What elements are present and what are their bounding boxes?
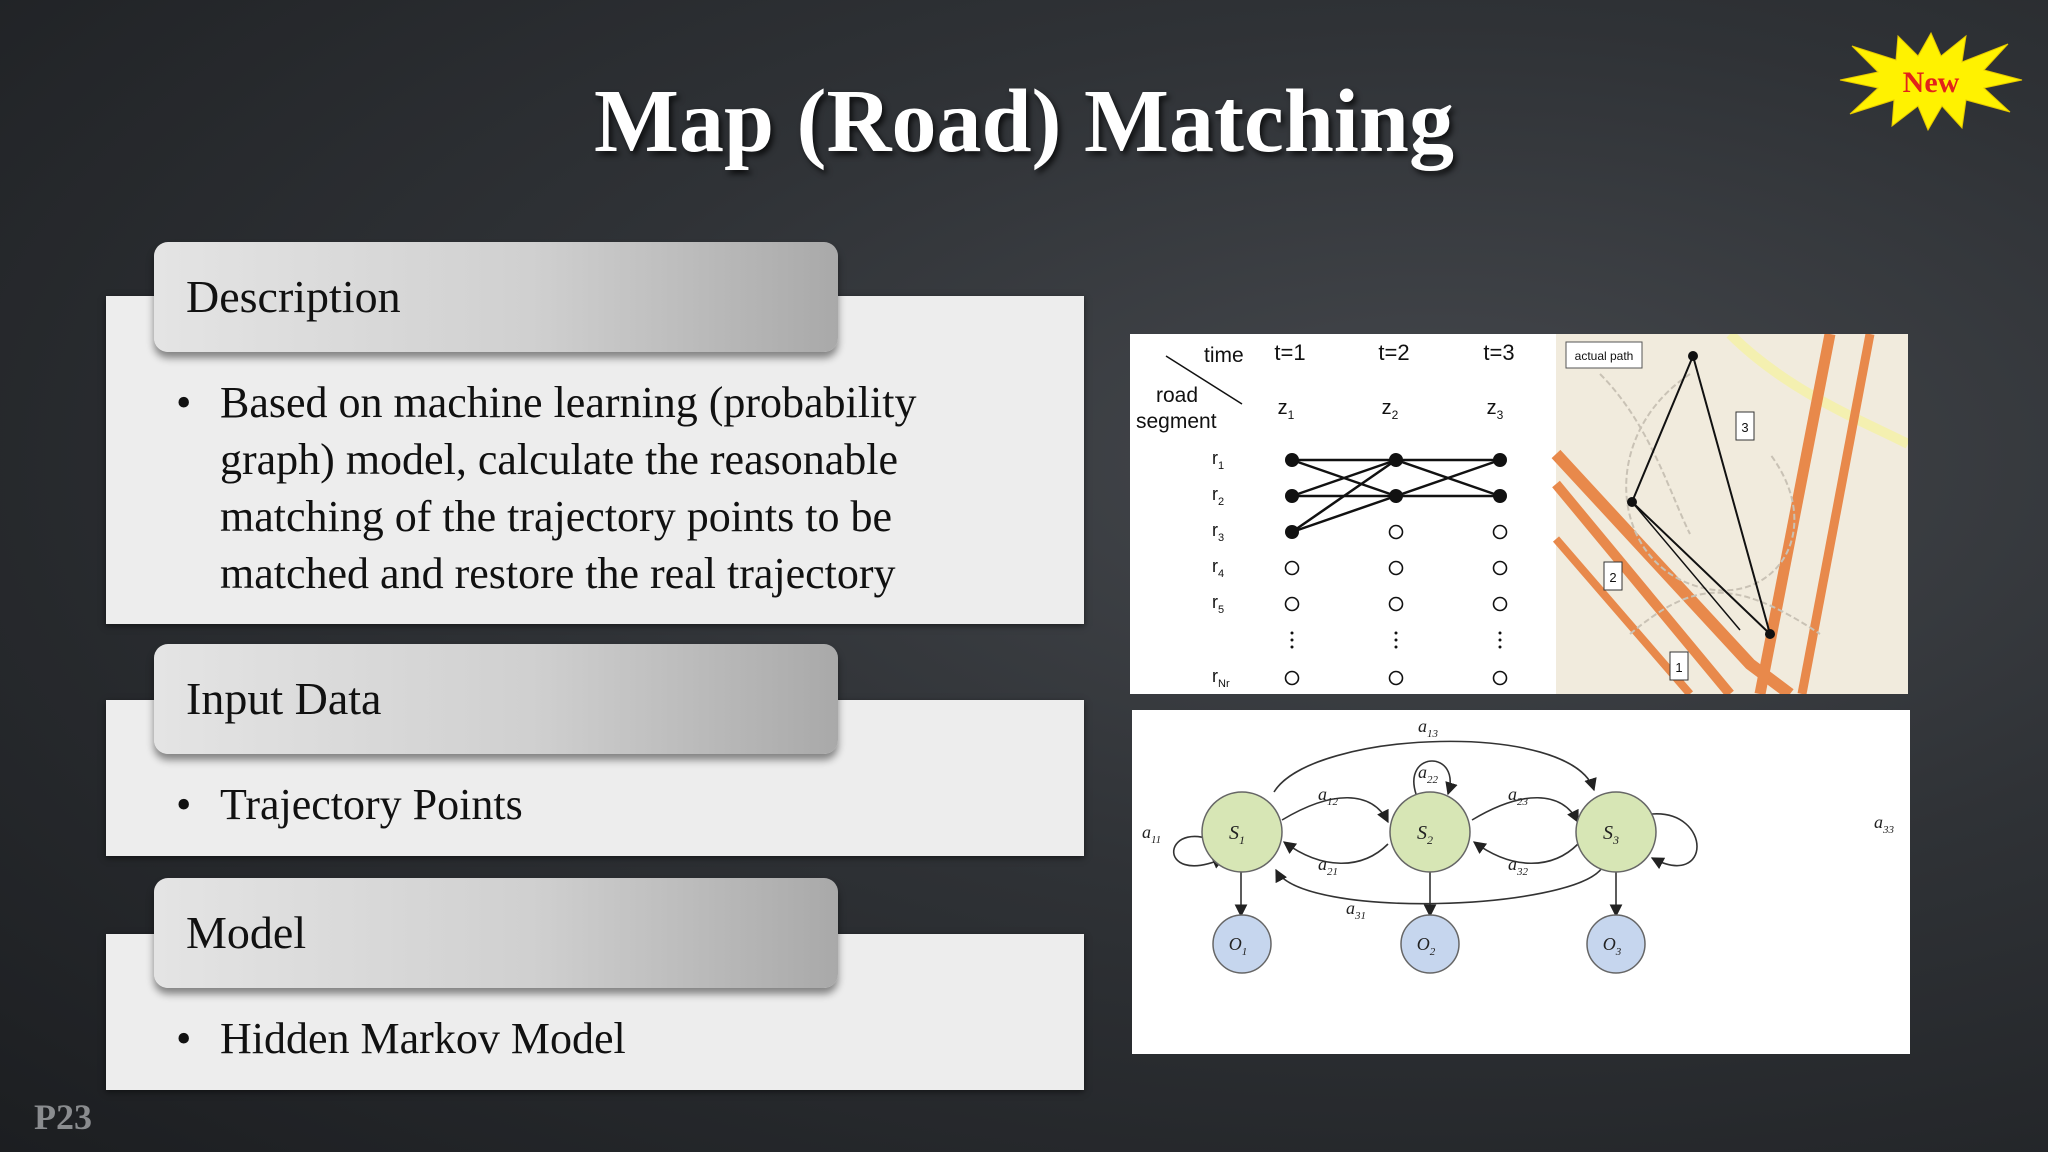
trellis-obs-2: z2 xyxy=(1382,397,1399,422)
description-heading: Description xyxy=(154,242,838,352)
trellis-corner-time: time xyxy=(1204,344,1244,367)
trellis-row-r4: r4 xyxy=(1212,556,1224,580)
trellis-obs-1: z1 xyxy=(1278,397,1295,422)
model-list: Hidden Markov Model xyxy=(176,1010,996,1067)
trellis-ellipsis xyxy=(1290,631,1502,649)
trans-a22: a22 xyxy=(1418,762,1439,786)
obs-o2 xyxy=(1400,914,1460,974)
trans-a33: a33 xyxy=(1874,812,1895,836)
description-list: Based on machine learning (probability g… xyxy=(176,374,996,602)
state-s3-label: S3 xyxy=(1603,822,1619,847)
obs-o3-label: O3 xyxy=(1603,934,1622,958)
model-heading: Model xyxy=(154,878,838,988)
trellis-time-1: t=1 xyxy=(1274,340,1305,365)
trellis-row-r2: r2 xyxy=(1212,484,1224,508)
trans-a31: a31 xyxy=(1346,898,1366,922)
starburst-icon xyxy=(1839,31,2023,132)
input-data-bullet: Trajectory Points xyxy=(176,776,996,833)
trellis-obs-3: z3 xyxy=(1487,397,1504,422)
input-data-heading: Input Data xyxy=(154,644,838,754)
obs-o2-label: O2 xyxy=(1417,934,1436,958)
state-s1 xyxy=(1201,791,1283,873)
obs-o1-label: O1 xyxy=(1229,934,1248,958)
map-marker-3: 3 xyxy=(1741,420,1748,435)
trellis-corner-road: road xyxy=(1156,384,1198,407)
trans-a13: a13 xyxy=(1418,716,1439,740)
new-badge: New xyxy=(1839,31,2023,132)
actual-path-line xyxy=(1630,355,1772,638)
trellis-row-r1: r1 xyxy=(1212,448,1224,472)
trans-a12: a12 xyxy=(1318,784,1339,808)
state-s2-label: S2 xyxy=(1417,822,1433,847)
trellis-time-2: t=2 xyxy=(1378,340,1409,365)
state-s3 xyxy=(1575,791,1657,873)
trellis-edges xyxy=(1291,458,1501,534)
map-marker-1: 1 xyxy=(1675,660,1682,675)
map-marker-2: 2 xyxy=(1609,570,1616,585)
road-map-inset: actual path 3 2 1 xyxy=(1551,330,1911,699)
trellis-row-r5: r5 xyxy=(1212,592,1224,616)
map-legend-actual-path: actual path xyxy=(1575,349,1634,363)
hmm-observations: O1 O2 O3 xyxy=(1212,914,1646,974)
model-bullet: Hidden Markov Model xyxy=(176,1010,996,1067)
state-s1-label: S1 xyxy=(1229,822,1245,847)
trellis-corner-segment: segment xyxy=(1136,410,1217,433)
obs-o3 xyxy=(1586,914,1646,974)
trans-a11: a11 xyxy=(1142,822,1161,846)
input-data-list: Trajectory Points xyxy=(176,776,996,833)
hmm-states: S1 S2 S3 xyxy=(1201,791,1657,873)
trellis-empty-nodes xyxy=(1284,524,1508,686)
trans-a32: a32 xyxy=(1508,854,1529,878)
trellis-row-r3: r3 xyxy=(1212,520,1224,544)
trellis-diagram: time road segment t=1 t=2 t=3 z1 z2 z3 r… xyxy=(1136,330,1911,699)
trans-a21: a21 xyxy=(1318,854,1338,878)
page-number: P23 xyxy=(34,1097,92,1137)
obs-o1 xyxy=(1212,914,1272,974)
description-bullet: Based on machine learning (probability g… xyxy=(176,374,996,602)
candidate-trellis-figure: time road segment t=1 t=2 t=3 z1 z2 z3 r… xyxy=(1130,330,1911,699)
hmm-figure: S1 S2 S3 O1 O2 O3 a11 a12 a13 a21 a22 a2… xyxy=(1132,710,1910,1054)
state-s2 xyxy=(1389,791,1471,873)
slide-title: Map (Road) Matching xyxy=(594,72,1454,171)
trellis-candidate-nodes xyxy=(1285,453,1507,539)
hmm-diagram: S1 S2 S3 O1 O2 O3 a11 a12 a13 a21 a22 a2… xyxy=(1142,716,1895,974)
trellis-row-rnr: rNr xyxy=(1212,666,1230,690)
badge-label: New xyxy=(1903,66,1960,99)
trans-a23: a23 xyxy=(1508,784,1529,808)
trellis-time-3: t=3 xyxy=(1483,340,1514,365)
